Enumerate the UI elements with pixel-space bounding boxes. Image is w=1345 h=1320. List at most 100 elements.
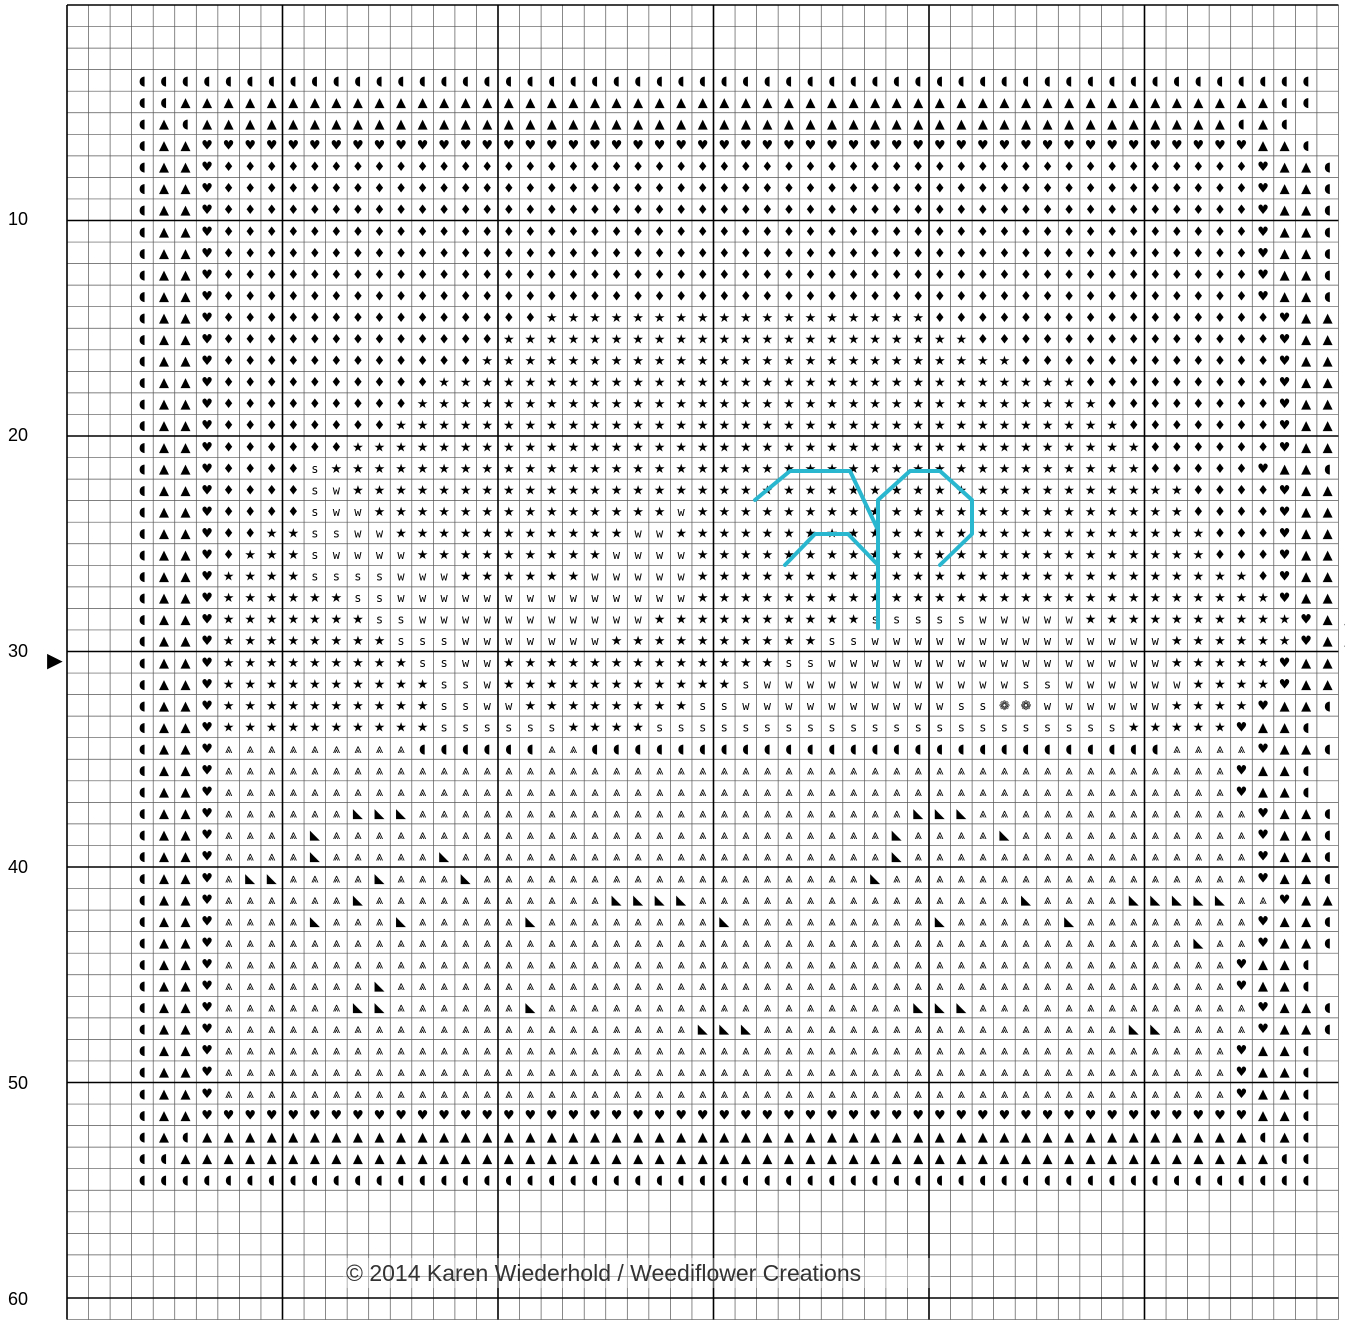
diamond-icon: ♦ [352, 246, 364, 261]
bell-icon: ▲ [1280, 1022, 1290, 1037]
bell-icon: ▲ [1301, 483, 1311, 498]
star-icon: ★ [654, 354, 666, 369]
double-caret-icon: ⩓ [1109, 1065, 1117, 1080]
star-icon: ★ [589, 677, 601, 692]
boot-icon: ◣ [439, 850, 449, 865]
half-circle-icon: ◖ [139, 333, 146, 348]
bell-icon: ▲ [1258, 1151, 1268, 1166]
letter-w-icon: w [527, 591, 535, 605]
star-icon: ★ [611, 397, 623, 412]
diamond-icon: ♦ [955, 246, 967, 261]
double-caret-icon: ⩓ [850, 1065, 858, 1080]
letter-w-icon: w [1065, 613, 1073, 627]
bell-icon: ▲ [1215, 95, 1225, 110]
star-icon: ★ [826, 483, 838, 498]
star-icon: ★ [762, 354, 774, 369]
bell-icon: ▲ [181, 505, 191, 520]
diamond-icon: ♦ [524, 246, 536, 261]
double-caret-icon: ⩓ [1173, 742, 1181, 757]
bell-icon: ▲ [827, 1130, 837, 1145]
double-caret-icon: ⩓ [462, 1065, 470, 1080]
double-caret-icon: ⩓ [1109, 979, 1117, 994]
diamond-icon: ♦ [1214, 182, 1226, 197]
bell-icon: ▲ [181, 354, 191, 369]
double-caret-icon: ⩓ [591, 979, 599, 994]
star-icon: ★ [331, 720, 343, 735]
diamond-icon: ♦ [223, 289, 235, 304]
bell-icon: ▲ [224, 1151, 234, 1166]
heart-icon: ♥ [1236, 957, 1248, 972]
double-caret-icon: ⩓ [290, 1044, 298, 1059]
letter-w-icon: w [484, 591, 492, 605]
double-caret-icon: ⩓ [1173, 1065, 1181, 1080]
double-caret-icon: ⩓ [1001, 850, 1009, 865]
bell-icon: ▲ [827, 1151, 837, 1166]
double-caret-icon: ⩓ [807, 871, 815, 886]
star-icon: ★ [762, 634, 774, 649]
star-icon: ★ [826, 311, 838, 326]
double-caret-icon: ⩓ [1001, 893, 1009, 908]
diamond-icon: ♦ [374, 289, 386, 304]
boot-icon: ◣ [353, 807, 363, 822]
letter-w-icon: w [419, 613, 427, 627]
diamond-icon: ♦ [568, 246, 580, 261]
letter-s-icon: s [828, 720, 835, 734]
double-caret-icon: ⩓ [311, 807, 319, 822]
half-circle-icon: ◖ [1152, 1173, 1159, 1188]
bell-icon: ▲ [1323, 333, 1333, 348]
star-icon: ★ [546, 397, 558, 412]
half-circle-icon: ◖ [592, 742, 599, 757]
bell-icon: ▲ [1236, 95, 1246, 110]
diamond-icon: ♦ [460, 268, 472, 283]
heart-icon: ♥ [848, 1108, 860, 1123]
heart-icon: ♥ [201, 828, 213, 843]
double-caret-icon: ⩓ [785, 828, 793, 843]
heart-icon: ♥ [244, 139, 256, 154]
heart-icon: ♥ [201, 699, 213, 714]
half-circle-icon: ◖ [936, 74, 943, 89]
diamond-icon: ♦ [374, 397, 386, 412]
double-caret-icon: ⩓ [893, 764, 901, 779]
star-icon: ★ [999, 440, 1011, 455]
half-circle-icon: ◖ [635, 74, 642, 89]
bell-icon: ▲ [374, 1130, 384, 1145]
bell-icon: ▲ [1301, 354, 1311, 369]
half-circle-icon: ◖ [139, 117, 146, 132]
double-caret-icon: ⩓ [1087, 914, 1095, 929]
star-icon: ★ [417, 483, 429, 498]
diamond-icon: ♦ [1171, 311, 1183, 326]
half-circle-icon: ◖ [656, 742, 663, 757]
bell-icon: ▲ [353, 1151, 363, 1166]
bell-icon: ▲ [1301, 1001, 1311, 1016]
double-caret-icon: ⩓ [1087, 979, 1095, 994]
bell-icon: ▲ [547, 1151, 557, 1166]
half-circle-icon: ◖ [182, 74, 189, 89]
letter-s-icon: s [721, 720, 728, 734]
half-circle-icon: ◖ [139, 613, 146, 628]
double-caret-icon: ⩓ [1044, 1087, 1052, 1102]
bell-icon: ▲ [784, 95, 794, 110]
double-caret-icon: ⩓ [613, 1087, 621, 1102]
double-caret-icon: ⩓ [958, 979, 966, 994]
double-caret-icon: ⩓ [290, 742, 298, 757]
double-caret-icon: ⩓ [613, 764, 621, 779]
double-caret-icon: ⩓ [397, 764, 405, 779]
diamond-icon: ♦ [1149, 182, 1161, 197]
bell-icon: ▲ [1280, 828, 1290, 843]
letter-s-icon: s [376, 613, 383, 627]
double-caret-icon: ⩓ [570, 742, 578, 757]
star-icon: ★ [1149, 483, 1161, 498]
double-caret-icon: ⩓ [699, 936, 707, 951]
double-caret-icon: ⩓ [548, 807, 556, 822]
star-icon: ★ [1020, 548, 1032, 563]
bell-icon: ▲ [159, 1022, 169, 1037]
star-icon: ★ [395, 505, 407, 520]
star-icon: ★ [675, 677, 687, 692]
double-caret-icon: ⩓ [462, 764, 470, 779]
diamond-icon: ♦ [309, 225, 321, 240]
diamond-icon: ♦ [632, 246, 644, 261]
bell-icon: ▲ [159, 1108, 169, 1123]
diamond-icon: ♦ [1085, 289, 1097, 304]
diamond-icon: ♦ [374, 333, 386, 348]
diamond-icon: ♦ [783, 225, 795, 240]
